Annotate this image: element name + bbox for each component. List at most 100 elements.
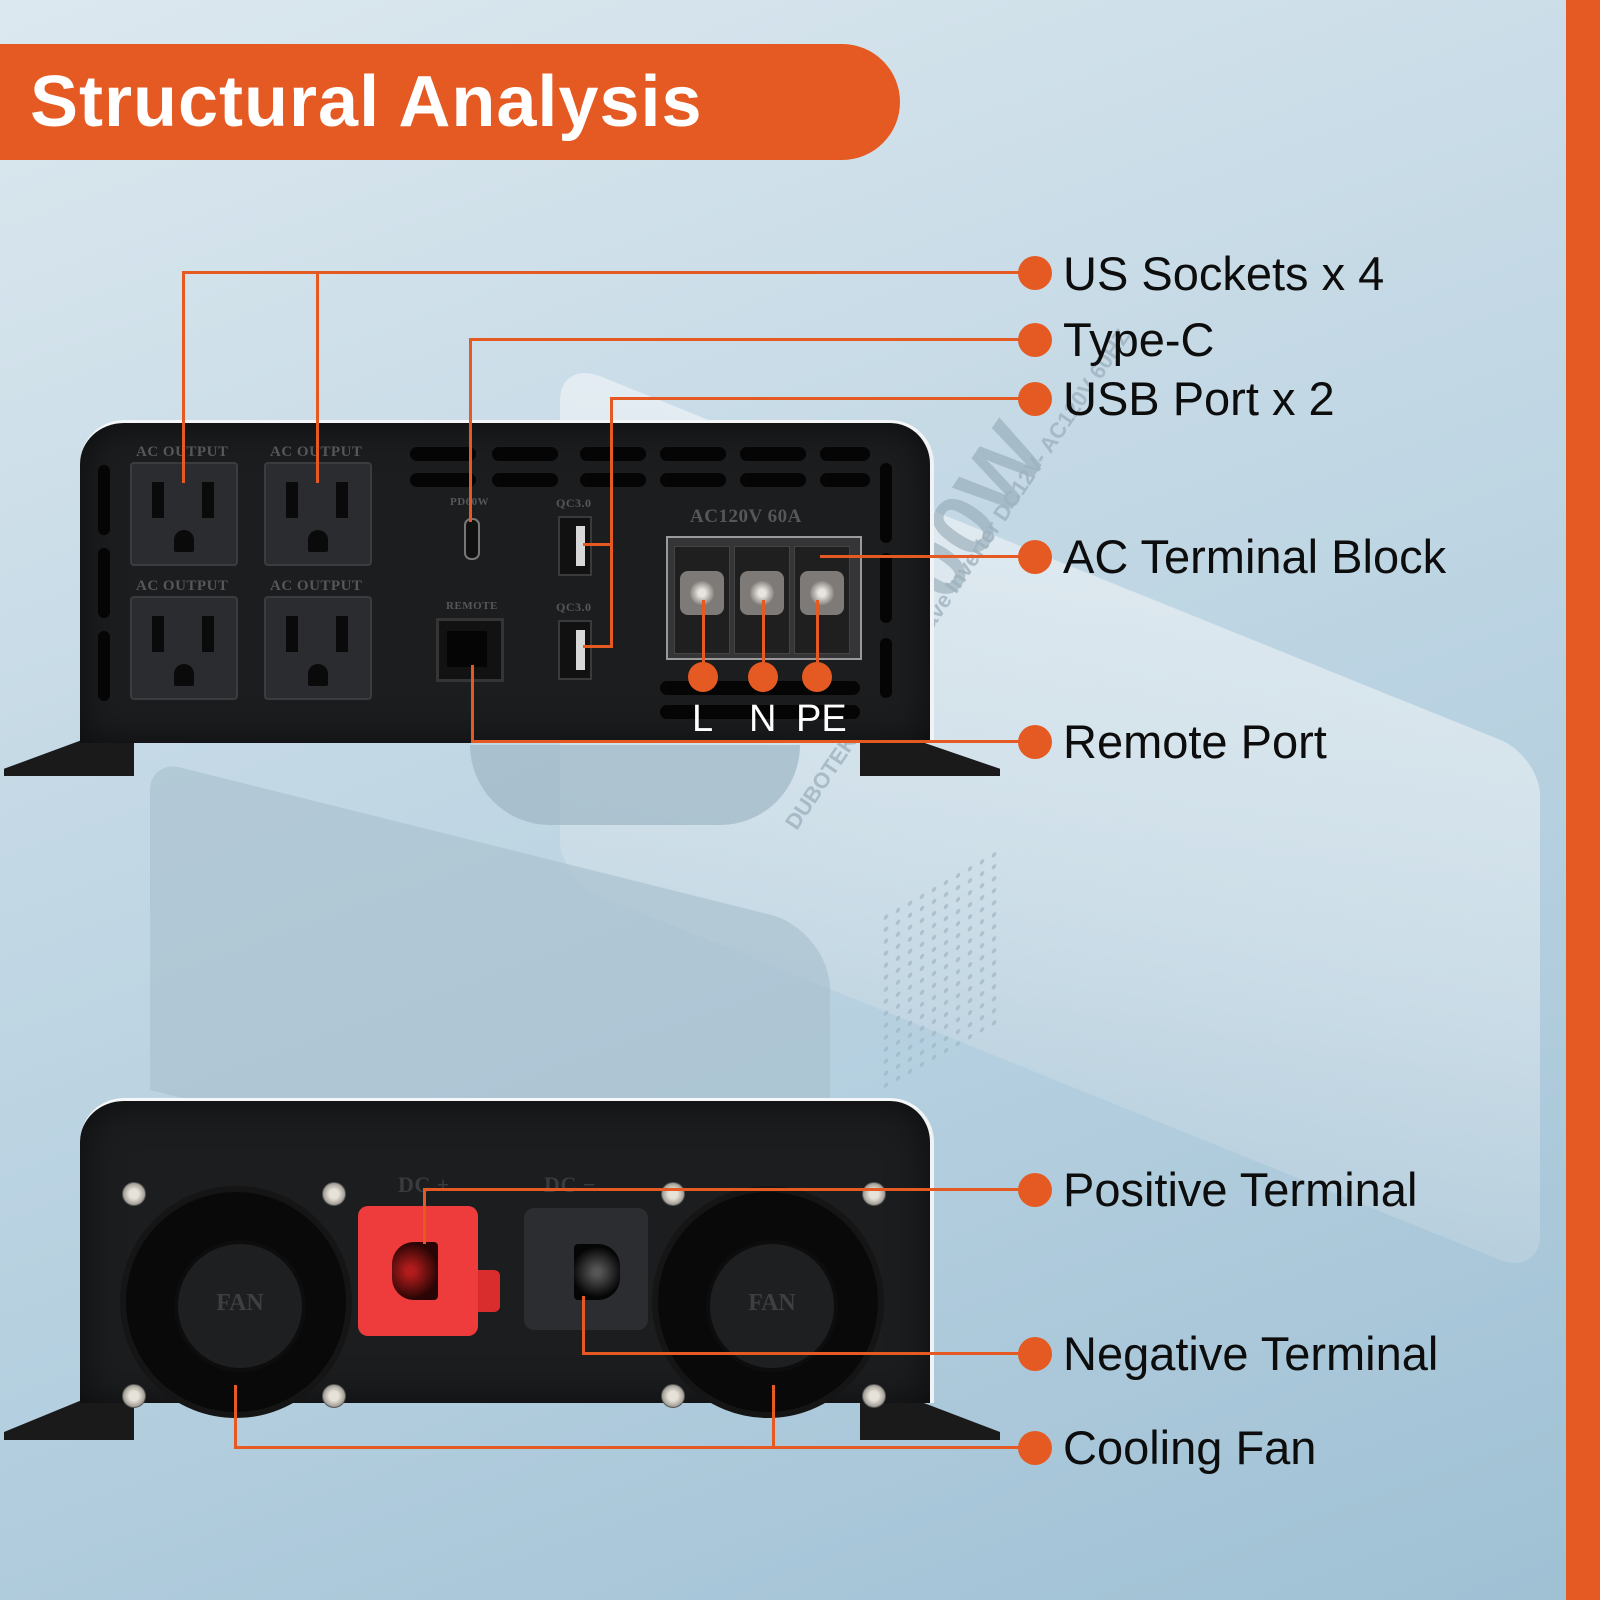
callout-line: [610, 397, 1032, 400]
screw-icon: [322, 1384, 346, 1408]
label-type-c: Type-C: [1063, 313, 1215, 366]
callout-line: [762, 600, 765, 662]
bolt-icon: [392, 1242, 438, 1300]
ghost-fan-shadow: [470, 745, 800, 825]
screw-icon: [661, 1384, 685, 1408]
label-negative-terminal: Negative Terminal: [1063, 1327, 1439, 1380]
top-vent: [410, 447, 476, 461]
dc-negative-label: DC −: [544, 1172, 596, 1197]
socket-label: AC OUTPUT: [136, 578, 229, 594]
us-socket-4[interactable]: [264, 596, 372, 700]
side-vent: [98, 465, 110, 535]
callout-dot: [1018, 256, 1052, 290]
callout-line: [423, 1188, 1032, 1191]
callout-line: [582, 1296, 585, 1354]
callout-line: [772, 1385, 775, 1448]
callout-line: [469, 338, 472, 522]
callout-line: [583, 543, 611, 546]
callout-dot: [1018, 1431, 1052, 1465]
side-vent: [98, 548, 110, 618]
side-vent: [98, 631, 110, 701]
socket-label: AC OUTPUT: [270, 444, 363, 460]
terminal-dot-pe: [802, 662, 832, 692]
callout-line: [583, 645, 613, 648]
usb-port-2[interactable]: [558, 620, 592, 680]
type-c-port[interactable]: [464, 518, 480, 560]
screw-icon: [122, 1384, 146, 1408]
top-vent: [820, 473, 870, 487]
fan-icon: FAN: [706, 1240, 838, 1372]
terminal-dot-l: [688, 662, 718, 692]
usb-label-1: QC3.0: [556, 496, 592, 510]
socket-label: AC OUTPUT: [136, 444, 229, 460]
callout-line: [182, 271, 185, 483]
top-vent: [740, 473, 806, 487]
socket-label: AC OUTPUT: [270, 578, 363, 594]
top-vent: [740, 447, 806, 461]
bolt-icon: [574, 1244, 620, 1300]
callout-dot: [1018, 1173, 1052, 1207]
label-positive-terminal: Positive Terminal: [1063, 1163, 1418, 1216]
top-vent: [410, 473, 476, 487]
side-vent: [880, 638, 892, 698]
positive-terminal[interactable]: [358, 1206, 478, 1336]
callout-line: [610, 397, 613, 645]
callout-line: [316, 271, 319, 483]
callout-dot: [1018, 323, 1052, 357]
callout-line: [471, 740, 1032, 743]
callout-line: [469, 338, 1032, 341]
label-ac-terminal-block: AC Terminal Block: [1063, 530, 1447, 583]
screw-icon: [322, 1182, 346, 1206]
negative-terminal[interactable]: [524, 1208, 648, 1330]
callout-line: [234, 1385, 237, 1448]
screw-icon: [810, 581, 834, 605]
side-vent: [880, 463, 892, 543]
cooling-fan-right: FAN: [652, 1186, 884, 1418]
terminal-rating: AC120V 60A: [690, 506, 802, 527]
fan-label: FAN: [216, 1290, 264, 1316]
terminal-letter-l: L: [692, 698, 714, 740]
terminal-pe: [794, 546, 850, 654]
screw-icon: [122, 1182, 146, 1206]
label-us-sockets: US Sockets x 4: [1063, 247, 1385, 300]
callout-line: [423, 1188, 426, 1244]
label-cooling-fan: Cooling Fan: [1063, 1421, 1317, 1474]
side-vent: [880, 553, 892, 623]
callout-line: [702, 600, 705, 662]
title-banner: Structural Analysis: [0, 44, 900, 160]
mounting-foot-left: [4, 740, 134, 776]
top-vent: [492, 447, 558, 461]
top-vent: [580, 447, 646, 461]
screw-icon: [862, 1384, 886, 1408]
callout-line: [471, 665, 474, 741]
callout-dot: [1018, 540, 1052, 574]
cooling-fan-left: FAN: [120, 1186, 352, 1418]
callout-dot: [1018, 382, 1052, 416]
callout-dot: [1018, 725, 1052, 759]
callout-line: [182, 271, 1032, 274]
fan-label: FAN: [748, 1290, 796, 1316]
label-usb-port: USB Port x 2: [1063, 372, 1335, 425]
top-vent: [660, 447, 726, 461]
screw-icon: [862, 1182, 886, 1206]
callout-dot: [1018, 1337, 1052, 1371]
us-socket-3[interactable]: [130, 596, 238, 700]
page-title: Structural Analysis: [30, 62, 703, 142]
top-vent: [580, 473, 646, 487]
usb-label-2: QC3.0: [556, 600, 592, 614]
callout-line: [234, 1446, 1032, 1449]
terminal-letter-n: N: [749, 698, 777, 740]
usb-port-1[interactable]: [558, 516, 592, 576]
callout-line: [582, 1352, 1032, 1355]
label-remote-port: Remote Port: [1063, 715, 1327, 768]
fan-icon: FAN: [174, 1240, 306, 1372]
accent-side-bar: [1566, 0, 1600, 1600]
top-vent: [660, 473, 726, 487]
callout-line: [816, 600, 819, 662]
terminal-letter-pe: PE: [796, 698, 847, 740]
bottom-vent: [660, 705, 860, 719]
mounting-foot-left: [4, 1400, 134, 1440]
mounting-foot-right: [860, 1400, 1000, 1440]
remote-port[interactable]: [436, 618, 504, 682]
terminal-dot-n: [748, 662, 778, 692]
